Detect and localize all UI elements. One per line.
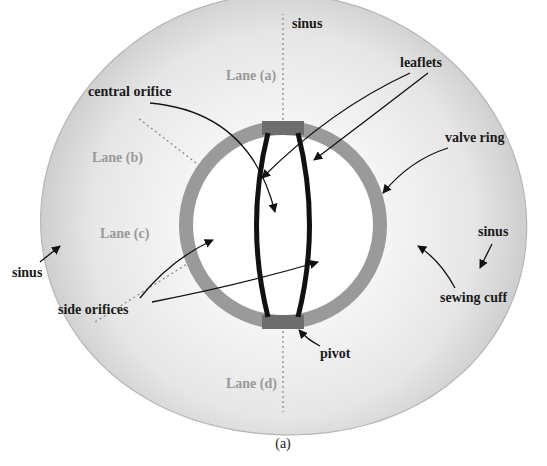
part-label: sinus xyxy=(478,224,508,240)
part-label: valve ring xyxy=(445,130,505,146)
part-label: leaflets xyxy=(400,55,442,71)
part-label: side orifices xyxy=(58,302,128,318)
part-label: pivot xyxy=(320,346,350,362)
part-label: central orifice xyxy=(88,84,172,100)
lane-label: Lane (b) xyxy=(92,150,143,166)
part-label: sinus xyxy=(12,265,42,281)
figure-caption: (a) xyxy=(275,436,291,452)
lane-label: Lane (d) xyxy=(226,376,277,392)
valve-ring xyxy=(186,128,380,322)
leaflet xyxy=(298,133,310,317)
part-label: sinus xyxy=(292,16,322,32)
pivot-housing xyxy=(262,315,304,329)
pivot-housing xyxy=(262,121,304,135)
lane-label: Lane (c) xyxy=(100,226,149,242)
leaflet xyxy=(257,133,269,317)
part-label: sewing cuff xyxy=(440,290,507,306)
sinus-outline xyxy=(41,0,527,435)
lane-label: Lane (a) xyxy=(226,68,276,84)
leader-lines xyxy=(40,73,492,346)
